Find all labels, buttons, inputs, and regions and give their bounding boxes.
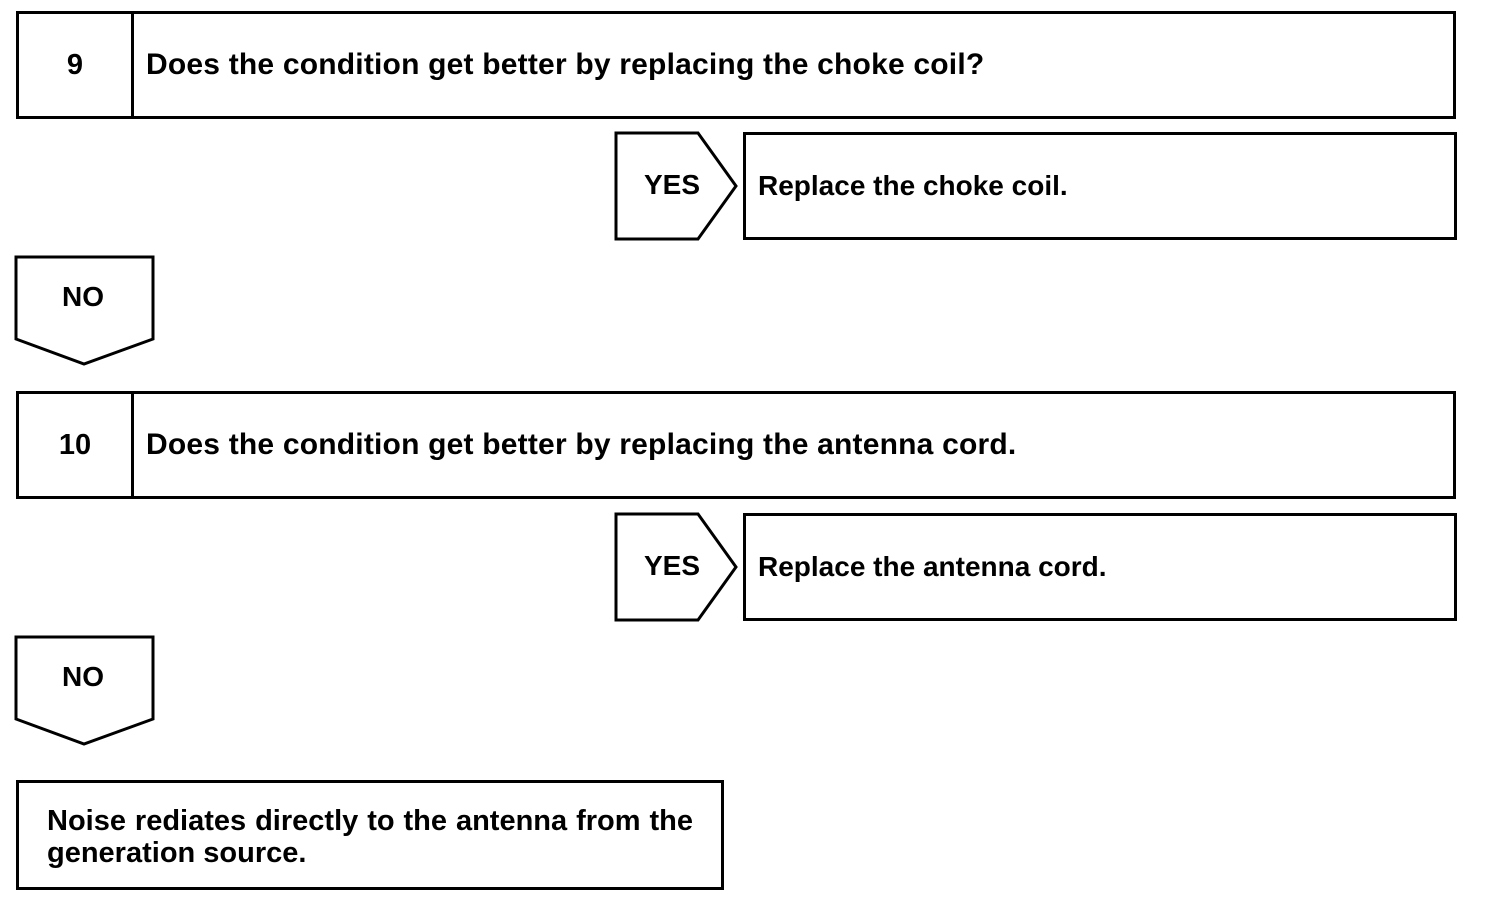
yes-label: YES <box>643 550 701 581</box>
step-question: Does the condition get better by replaci… <box>146 48 985 81</box>
conclusion-box: Noise rediates directly to the antenna f… <box>16 780 724 890</box>
no-label: NO <box>62 281 104 312</box>
yes-arrow-shape <box>614 131 738 241</box>
step-number: 9 <box>19 14 134 116</box>
no-label: NO <box>62 661 104 692</box>
no-arrow-shape <box>14 255 155 366</box>
step-9-box: 9 Does the condition get better by repla… <box>16 11 1456 119</box>
yes-action-box: Replace the antenna cord. <box>743 513 1457 621</box>
step-question: Does the condition get better by replaci… <box>146 428 1017 461</box>
yes-action-box: Replace the choke coil. <box>743 132 1457 240</box>
step-10-box: 10 Does the condition get better by repl… <box>16 391 1456 499</box>
yes-arrow-shape <box>614 512 738 622</box>
step-number: 10 <box>19 394 134 496</box>
yes-label: YES <box>643 169 701 200</box>
no-arrow-shape <box>14 635 155 746</box>
